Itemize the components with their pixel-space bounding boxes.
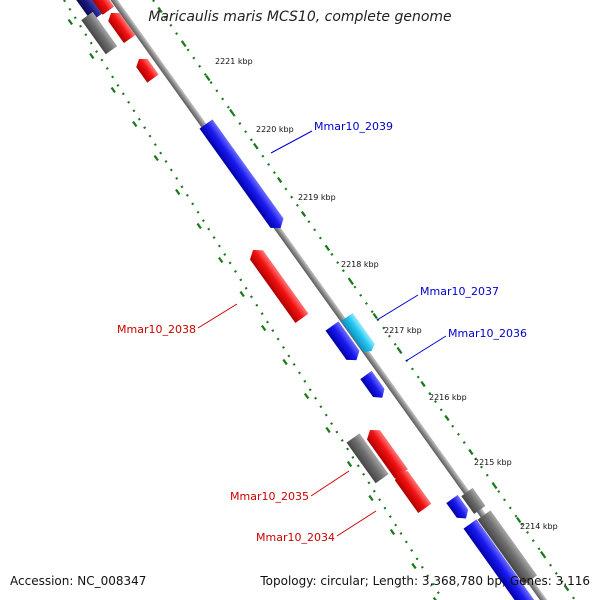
leader-line-mmar10-2039: [270, 130, 313, 154]
accession-text: Accession: NC_008347: [10, 574, 147, 588]
major-tick-mark: [444, 414, 450, 422]
gene-arrow-mmar10-2038[interactable]: [246, 245, 309, 323]
major-tick-mark: [492, 482, 498, 490]
tick-label: 2220 kbp: [256, 125, 294, 134]
major-tick-mark: [324, 244, 331, 252]
major-tick-mark: [368, 494, 374, 502]
gene-label-mmar10-2037[interactable]: Mmar10_2037: [420, 285, 499, 298]
major-tick-mark: [218, 256, 224, 264]
tick-label: 2216 kbp: [429, 393, 467, 402]
gene-arrow[interactable]: [105, 9, 136, 44]
tick-rail-outer: [152, 0, 576, 600]
gene-arrow-mmar10-2037[interactable]: [341, 312, 377, 355]
major-tick-mark: [260, 324, 267, 332]
major-tick-mark: [276, 176, 283, 184]
major-tick-mark: [89, 52, 95, 60]
gene-arrow[interactable]: [477, 510, 538, 585]
major-tick-mark: [420, 380, 426, 388]
major-tick-mark: [468, 448, 474, 456]
major-tick-mark: [325, 426, 331, 434]
major-tick-mark: [303, 392, 310, 400]
major-tick-mark: [132, 120, 138, 128]
tick-rails: [63, 0, 576, 600]
gene-labels: Mmar10_2039 Mmar10_2038 Mmar10_2037 Mmar…: [117, 120, 527, 544]
major-tick-mark: [110, 86, 116, 94]
major-ticks: [67, 6, 570, 600]
map-title: Maricaulis maris MCS10, complete genome: [148, 9, 452, 25]
major-tick-mark: [346, 460, 353, 468]
leader-line-mmar10-2036: [405, 335, 447, 362]
gene-label-mmar10-2035[interactable]: Mmar10_2035: [230, 490, 309, 503]
leader-line-mmar10-2037: [376, 294, 419, 321]
tick-label: 2214 kbp: [520, 522, 558, 531]
major-tick-mark: [157, 6, 163, 14]
major-tick-mark: [348, 278, 354, 286]
genome-backbone: [110, 0, 549, 600]
tick-label: 2219 kbp: [298, 193, 336, 202]
gene-label-leaders: [197, 130, 447, 537]
major-tick-mark: [181, 40, 187, 48]
major-tick-mark: [539, 550, 546, 558]
gene-arrow[interactable]: [446, 494, 471, 523]
gene-arrow[interactable]: [360, 370, 388, 402]
major-tick-mark: [282, 358, 288, 366]
gene-arrow[interactable]: [76, 0, 103, 22]
gene-arrow[interactable]: [133, 55, 159, 83]
gene-arrow[interactable]: [346, 433, 389, 484]
gene-arrow-mmar10-2039[interactable]: [199, 119, 287, 232]
gene-arrow[interactable]: [463, 519, 544, 600]
major-tick-mark: [300, 210, 307, 218]
gene-arrow-mmar10-2034[interactable]: [391, 466, 432, 514]
major-tick-mark: [196, 222, 202, 230]
major-tick-mark: [411, 562, 417, 570]
gene-label-mmar10-2034[interactable]: Mmar10_2034: [256, 531, 335, 544]
major-tick-mark: [205, 74, 211, 82]
major-tick-mark: [516, 516, 522, 524]
major-tick-mark: [389, 528, 396, 536]
gene-arrow[interactable]: [461, 487, 486, 514]
major-tick-mark: [239, 290, 245, 298]
gene-arrow-mmar10-2036[interactable]: [325, 321, 362, 364]
gene-label-mmar10-2036[interactable]: Mmar10_2036: [448, 327, 527, 340]
gene-label-mmar10-2038[interactable]: Mmar10_2038: [117, 323, 196, 336]
gene-label-mmar10-2039[interactable]: Mmar10_2039: [314, 120, 393, 133]
tick-label: 2215 kbp: [474, 458, 512, 467]
gene-features: [76, 0, 544, 600]
major-tick-mark: [372, 312, 378, 320]
leader-line-mmar10-2035: [310, 470, 350, 497]
tick-label: 2217 kbp: [384, 326, 422, 335]
major-tick-mark: [253, 142, 259, 150]
tick-label: 2218 kbp: [341, 260, 379, 269]
major-tick-mark: [67, 18, 73, 26]
gene-arrow[interactable]: [92, 0, 115, 15]
leader-line-mmar10-2034: [336, 510, 377, 537]
gene-arrow-mmar10-2035[interactable]: [363, 425, 408, 479]
major-tick-mark: [563, 584, 570, 592]
tick-labels: 2221 kbp 2220 kbp 2219 kbp 2218 kbp 2217…: [215, 57, 558, 531]
gene-arrow[interactable]: [81, 11, 118, 55]
major-tick-mark: [175, 188, 181, 196]
major-tick-mark: [396, 346, 402, 354]
leader-line-mmar10-2038: [197, 303, 238, 329]
tick-rail-inner: [63, 0, 444, 600]
genome-summary-text: Topology: circular; Length: 3,368,780 bp…: [260, 574, 590, 588]
major-tick-mark: [229, 108, 235, 116]
major-tick-mark: [153, 154, 159, 162]
major-tick-mark: [432, 596, 437, 600]
tick-label: 2221 kbp: [215, 57, 253, 66]
